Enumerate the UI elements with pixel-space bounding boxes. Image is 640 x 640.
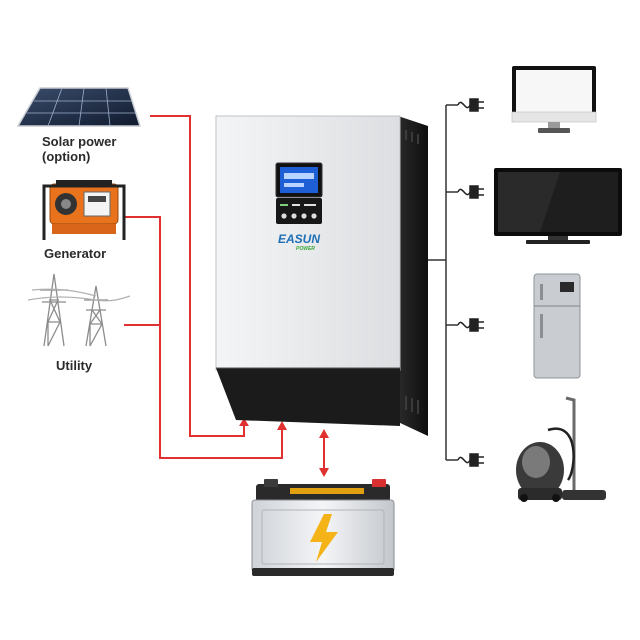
solar-power-label: Solar power (option) <box>42 134 116 164</box>
lcd-display <box>275 162 323 198</box>
brand-logo-sub: POWER <box>296 246 315 252</box>
solar-wire-arrow <box>238 424 245 437</box>
battery-arrow-up <box>319 429 329 438</box>
solar-wire <box>150 115 238 437</box>
battery-icon <box>251 479 395 576</box>
grid-arrow-head <box>277 421 287 430</box>
battery-arrow-down <box>319 468 329 477</box>
plug-icon <box>457 453 484 467</box>
tv-icon <box>494 168 622 244</box>
refrigerator-icon <box>533 273 581 379</box>
inverter-device <box>215 115 428 436</box>
utility-label: Utility <box>56 358 93 373</box>
lightning-bolt-icon <box>310 514 338 562</box>
solar-power-label-line2: (option) <box>42 149 91 164</box>
control-buttons <box>276 198 322 224</box>
solar-panel-icon <box>16 87 142 127</box>
plug-icon <box>457 185 484 199</box>
vacuum-cleaner-icon <box>516 396 606 502</box>
generator-icon <box>42 180 126 240</box>
generator-label: Generator <box>44 246 107 261</box>
brand-logo-main: EASUN <box>278 232 320 246</box>
generator-wire <box>124 216 283 459</box>
solar-arrow-head <box>239 418 249 426</box>
load-bus <box>426 104 458 461</box>
monitor-icon <box>511 66 597 133</box>
plug-icon <box>457 318 484 332</box>
plug-icon <box>457 98 484 112</box>
utility-tower-icon <box>27 273 131 347</box>
solar-power-label-line1: Solar power <box>42 134 117 149</box>
